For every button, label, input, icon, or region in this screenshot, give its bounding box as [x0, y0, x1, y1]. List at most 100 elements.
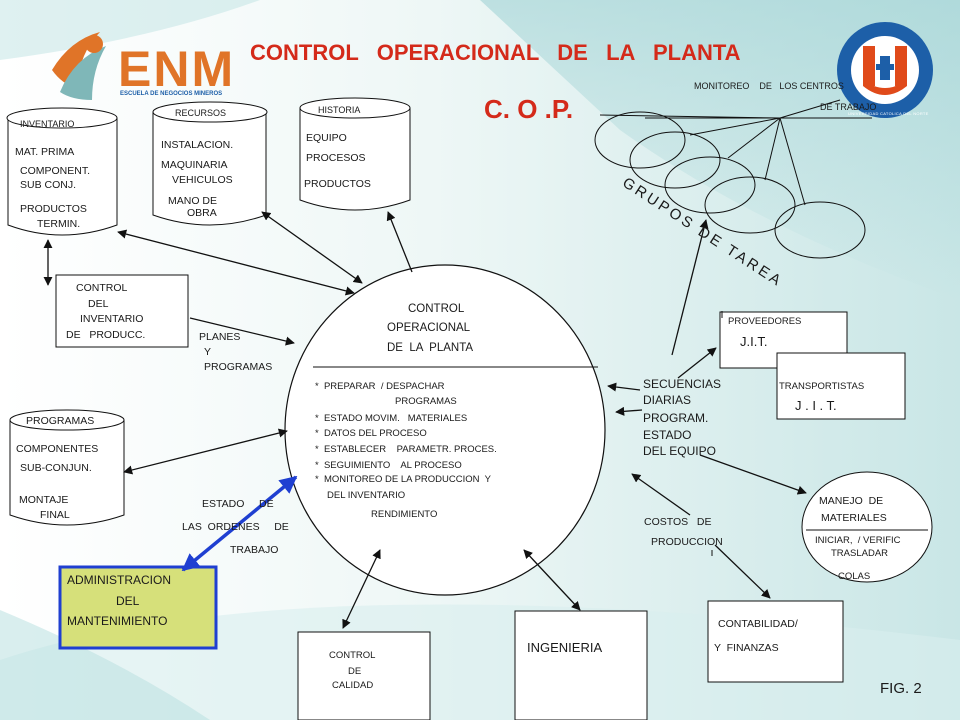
- central-title-2: OPERACIONAL: [387, 322, 471, 334]
- transportistas-line-2: J . I . T.: [795, 398, 837, 413]
- central-item-5: * ESTABLECER PARAMETR. PROCES.: [315, 444, 497, 455]
- inventario-line-2: COMPONENT.: [20, 165, 91, 177]
- arrow-secuencias-grupos: [671, 219, 709, 356]
- ingenieria-box: [514, 610, 648, 720]
- estado-ordenes-line-3: TRABAJO: [230, 544, 279, 556]
- figure-label: FIG. 2: [880, 680, 922, 697]
- recursos-cylinder: [152, 101, 268, 226]
- admin-line-1: ADMINISTRACION: [67, 573, 172, 587]
- contabilidad-box: [707, 600, 844, 683]
- arrow-programas-central: [123, 428, 288, 475]
- arrow-central-ingenieria: [523, 549, 581, 611]
- historia-line-3: PRODUCTOS: [304, 178, 371, 190]
- inventario-line-5: TERMIN.: [37, 218, 81, 230]
- costos-line-1: COSTOS DE: [644, 516, 712, 528]
- proveedores-line-2: J.I.T.: [740, 334, 768, 349]
- recursos-line-2: MAQUINARIA: [161, 159, 228, 171]
- enm-logo-caption: ESCUELA DE NEGOCIOS MINEROS: [120, 91, 223, 97]
- historia-title: HISTORIA: [318, 105, 361, 115]
- arrow-costos-central: [631, 473, 691, 516]
- manejo-line-3: INICIAR, / VERIFIC: [815, 535, 901, 546]
- inventario-title: INVENTARIO: [20, 119, 75, 129]
- calidad-line-1: CONTROL: [329, 650, 376, 661]
- transportistas-box: [776, 352, 906, 420]
- recursos-line-5: OBRA: [187, 207, 217, 219]
- central-item-2: PROGRAMAS: [395, 396, 457, 407]
- historia-line-2: PROCESOS: [306, 152, 366, 164]
- arrow-controlinv-central: [189, 317, 295, 346]
- admin-line-2: DEL: [116, 594, 140, 608]
- estado-ordenes-line-2: LAS ORDENES DE: [182, 521, 289, 533]
- transportistas-line-1: TRANSPORTISTAS: [779, 381, 865, 392]
- monitoreo-line-1: MONITOREO DE LOS CENTROS: [694, 81, 844, 91]
- central-title-3: DE LA PLANTA: [387, 342, 474, 354]
- controlinv-line-4: DE PRODUCC.: [66, 329, 146, 341]
- secuencias-line-1: SECUENCIAS: [643, 377, 722, 391]
- contabilidad-line-1: CONTABILIDAD/: [718, 618, 798, 630]
- calidad-line-2: DE: [348, 666, 362, 677]
- programas-line-4: FINAL: [40, 509, 70, 521]
- enm-logo-text: ENM: [118, 41, 236, 97]
- recursos-line-1: INSTALACION.: [161, 139, 234, 151]
- page-title: CONTROL OPERACIONAL DE LA PLANTA: [250, 40, 741, 65]
- secuencias-line-3: PROGRAM.: [643, 411, 709, 425]
- seal-text: UNIVERSIDAD CATOLICA DEL NORTE: [848, 111, 929, 116]
- arrow-costos-contabilidad: [714, 544, 771, 599]
- programas-line-3: MONTAJE: [19, 494, 69, 506]
- arrow-secuencias-proveedores: [677, 347, 717, 379]
- estado-ordenes-line-1: ESTADO DE: [202, 498, 274, 510]
- controlinv-line-2: DEL: [88, 298, 109, 310]
- programas-cylinder: [9, 409, 125, 526]
- recursos-title: RECURSOS: [175, 108, 227, 118]
- arrow-secuencias-central: [607, 382, 641, 392]
- inventario-line-3: SUB CONJ.: [20, 179, 77, 191]
- contabilidad-line-2: Y FINANZAS: [714, 642, 779, 654]
- recursos-line-4: MANO DE: [168, 195, 218, 207]
- recursos-line-3: VEHICULOS: [172, 174, 233, 186]
- manejo-line-1: MANEJO DE: [819, 495, 884, 507]
- university-seal-icon: [837, 22, 933, 118]
- programas-line-2: SUB-CONJUN.: [20, 462, 92, 474]
- historia-line-1: EQUIPO: [306, 132, 347, 144]
- grupos-de-tarea-ellipses: [594, 111, 866, 259]
- central-item-4: * DATOS DEL PROCESO: [315, 428, 427, 439]
- secuencias-line-2: DIARIAS: [643, 393, 692, 407]
- central-item-9: RENDIMIENTO: [371, 509, 438, 520]
- admin-line-3: MANTENIMIENTO: [67, 614, 168, 628]
- monitoreo-line-2: DE TRABAJO: [820, 102, 877, 112]
- inventario-cylinder: [6, 107, 118, 236]
- inventario-line-4: PRODUCTOS: [20, 203, 87, 215]
- central-item-1: * PREPARAR / DESPACHAR: [315, 381, 445, 392]
- calidad-line-3: CALIDAD: [332, 680, 374, 691]
- historia-cylinder: [299, 97, 411, 211]
- admin-mantenimiento-box[interactable]: [58, 565, 218, 650]
- control-calidad-box: [297, 631, 431, 720]
- manejo-ellipse: [801, 471, 933, 583]
- secuencias-line-5: DEL EQUIPO: [643, 444, 716, 458]
- page-subtitle: C. O .P.: [484, 94, 574, 124]
- arrow-estado-central: [615, 406, 643, 416]
- central-item-8: DEL INVENTARIO: [327, 490, 406, 501]
- secuencias-line-4: ESTADO: [643, 428, 692, 442]
- inventario-line-1: MAT. PRIMA: [15, 146, 75, 158]
- central-item-3: * ESTADO MOVIM. MATERIALES: [315, 413, 468, 424]
- programas-line-1: COMPONENTES: [16, 443, 99, 455]
- planes-line-2: Y: [204, 346, 212, 358]
- manejo-line-2: MATERIALES: [821, 512, 887, 524]
- central-item-6: * SEGUIMIENTO AL PROCESO: [315, 460, 462, 471]
- arrow-recursos-central: [261, 211, 363, 284]
- central-item-7: * MONITOREO DE LA PRODUCCION Y: [315, 474, 491, 485]
- manejo-line-4: TRASLADAR: [831, 548, 889, 559]
- enm-logo-icon: [52, 32, 106, 100]
- arrow-central-historia: [386, 211, 413, 273]
- manejo-line-5: COLAS: [838, 571, 871, 582]
- arrow-central-mantenimiento: [181, 475, 298, 572]
- costos-line-2: PRODUCCION: [651, 536, 723, 548]
- controlinv-line-3: INVENTARIO: [80, 313, 144, 325]
- programas-title: PROGRAMAS: [26, 415, 95, 427]
- arrow-equipo-manejo: [699, 454, 807, 495]
- connector-arrows: [43, 211, 807, 629]
- central-title-1: CONTROL: [408, 303, 465, 315]
- arrow-central-calidad: [342, 549, 381, 629]
